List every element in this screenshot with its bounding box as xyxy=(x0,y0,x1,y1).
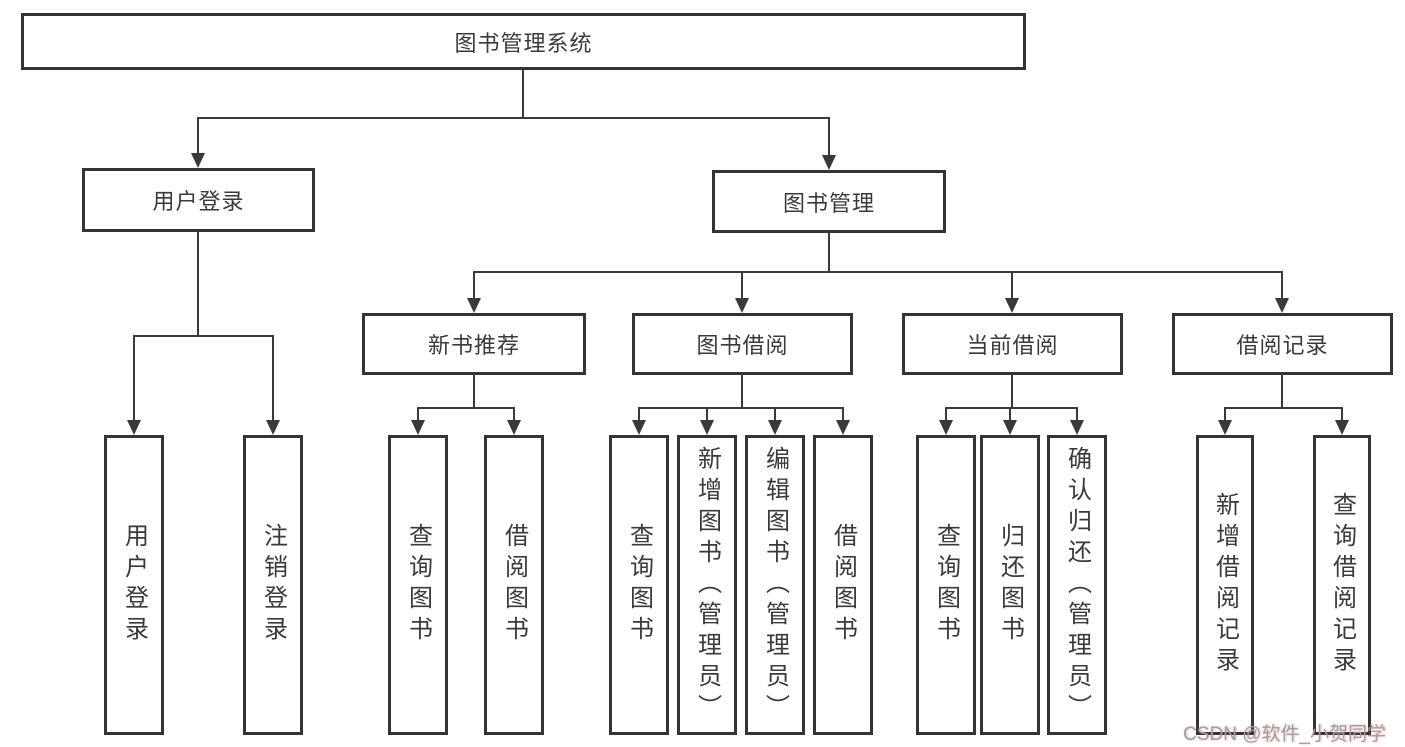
leaf-current-confirm-return-admin: 确认归还（管理员） xyxy=(1047,435,1107,735)
node-label: 新书推荐 xyxy=(427,333,520,358)
edge-line xyxy=(134,335,274,337)
leaf-label: 查询图书 xyxy=(404,523,432,647)
arrowhead xyxy=(939,420,953,435)
arrowhead xyxy=(1070,420,1084,435)
edge-line xyxy=(842,407,844,420)
node-borrow-records: 借阅记录 xyxy=(1172,313,1393,375)
leaf-label: 借阅图书 xyxy=(829,523,857,647)
leaf-label: 确认归还（管理员） xyxy=(1063,445,1091,725)
edge-line xyxy=(272,335,274,420)
edge-line xyxy=(418,407,515,409)
arrowhead xyxy=(1218,420,1232,435)
edge-line xyxy=(638,407,640,420)
leaf-borrowing-edit-books-admin: 编辑图书（管理员） xyxy=(745,435,805,735)
edge-line xyxy=(828,233,830,271)
node-label: 用户登录 xyxy=(152,189,245,214)
arrowhead xyxy=(127,420,141,435)
arrowhead xyxy=(768,420,782,435)
leaf-label: 新增图书（管理员） xyxy=(693,445,721,725)
node-root-library-system: 图书管理系统 xyxy=(21,13,1026,70)
edge-line xyxy=(1011,375,1013,407)
edge-line xyxy=(946,407,1078,409)
edge-line xyxy=(945,407,947,420)
leaf-label: 查询图书 xyxy=(932,523,960,647)
leaf-label: 查询借阅记录 xyxy=(1328,492,1356,678)
edge-line xyxy=(706,407,708,420)
leaf-records-add-record: 新增借阅记录 xyxy=(1196,435,1254,735)
edge-line xyxy=(1009,407,1011,420)
node-book-management: 图书管理 xyxy=(712,170,946,233)
edge-line xyxy=(1076,407,1078,420)
leaf-records-query-record: 查询借阅记录 xyxy=(1313,435,1371,735)
arrowhead xyxy=(467,298,481,313)
arrowhead xyxy=(735,298,749,313)
leaf-label: 编辑图书（管理员） xyxy=(761,445,789,725)
leaf-recommend-borrow-books: 借阅图书 xyxy=(484,435,544,735)
arrowhead xyxy=(632,420,646,435)
csdn-watermark: CSDN @软件_小贺同学 xyxy=(1183,724,1386,745)
arrowhead xyxy=(1005,298,1019,313)
node-label: 借阅记录 xyxy=(1236,333,1329,358)
leaf-user-login: 用户登录 xyxy=(104,435,164,735)
leaf-label: 查询图书 xyxy=(625,523,653,647)
arrowhead xyxy=(836,420,850,435)
node-label: 图书管理系统 xyxy=(454,30,593,56)
arrowhead xyxy=(700,420,714,435)
leaf-label: 新增借阅记录 xyxy=(1211,492,1239,678)
leaf-label: 归还图书 xyxy=(996,523,1024,647)
leaf-current-query-books: 查询图书 xyxy=(916,435,976,735)
leaf-borrowing-borrow-books: 借阅图书 xyxy=(813,435,873,735)
node-new-book-recommend: 新书推荐 xyxy=(362,313,586,375)
arrowhead xyxy=(822,155,836,170)
edge-line xyxy=(741,271,743,298)
leaf-recommend-query-books: 查询图书 xyxy=(388,435,448,735)
leaf-label: 注销登录 xyxy=(259,523,287,647)
arrowhead xyxy=(266,420,280,435)
leaf-borrowing-query-books: 查询图书 xyxy=(609,435,669,735)
edge-line xyxy=(1281,375,1283,407)
edge-line xyxy=(1281,271,1283,298)
edge-line xyxy=(741,375,743,407)
edge-line xyxy=(1011,271,1013,298)
leaf-logout: 注销登录 xyxy=(243,435,303,735)
arrowhead xyxy=(1003,420,1017,435)
arrowhead xyxy=(191,153,205,168)
edge-line xyxy=(474,271,1282,273)
edge-line xyxy=(774,407,776,420)
node-label: 图书借阅 xyxy=(696,333,789,358)
edge-line xyxy=(473,271,475,298)
edge-line xyxy=(513,407,515,420)
node-current-borrowing: 当前借阅 xyxy=(902,313,1123,375)
arrowhead xyxy=(411,420,425,435)
leaf-borrowing-add-books-admin: 新增图书（管理员） xyxy=(677,435,737,735)
edge-line xyxy=(1225,407,1343,409)
edge-line xyxy=(198,117,830,119)
edge-line xyxy=(639,407,844,409)
leaf-label: 借阅图书 xyxy=(500,523,528,647)
node-label: 图书管理 xyxy=(782,190,875,216)
edge-line xyxy=(828,117,830,155)
node-label: 当前借阅 xyxy=(966,333,1059,358)
edge-line xyxy=(197,232,199,335)
edge-line xyxy=(133,335,135,420)
edge-line xyxy=(522,70,524,117)
edge-line xyxy=(417,407,419,420)
edge-line xyxy=(197,117,199,153)
arrowhead xyxy=(1275,298,1289,313)
node-user-login: 用户登录 xyxy=(82,168,315,232)
arrowhead xyxy=(507,420,521,435)
arrowhead xyxy=(1335,420,1349,435)
edge-line xyxy=(1341,407,1343,420)
leaf-label: 用户登录 xyxy=(120,523,148,647)
node-book-borrowing: 图书借阅 xyxy=(632,313,853,375)
edge-line xyxy=(1224,407,1226,420)
leaf-current-return-books: 归还图书 xyxy=(980,435,1040,735)
edge-line xyxy=(473,375,475,407)
